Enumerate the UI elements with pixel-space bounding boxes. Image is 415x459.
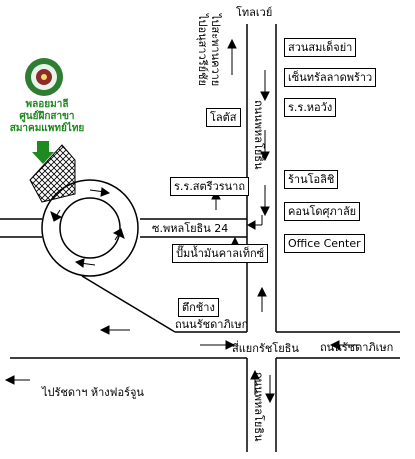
place-suan-somdet: สวนสมเด็จย่า xyxy=(284,38,357,57)
place-rr-satri: ร.ร.สตรีวรนาถ xyxy=(170,177,250,196)
roundabout-inner xyxy=(59,197,121,259)
ratchada-left-label: ถนนรัชดาภิเษก xyxy=(175,318,249,331)
place-rr-horwang: ร.ร.หอวัง xyxy=(284,98,337,117)
ratchayothin-intersection-label: สี่แยกรัชโยธิน xyxy=(232,342,299,355)
place-office-center: Office Center xyxy=(284,234,365,253)
place-central-ladprao: เซ็นทรัลลาดพร้าว xyxy=(284,68,377,87)
phahonyothin-lower-label: ถนนพหลโยธิน xyxy=(252,372,265,442)
hospital-subtitle: ศูนย์ฝึกสาขา xyxy=(19,111,75,122)
hospital-name: พลอยมาลี xyxy=(25,99,69,110)
ratchada-right-label: ถนนรัชดาภิเษก xyxy=(320,341,394,354)
place-robinson: ร้านโอลิชิ xyxy=(284,170,339,189)
place-pump: ปั๊มน้ำมันคาลเท็กซ์ xyxy=(172,244,269,263)
arrow-down-icon xyxy=(32,141,54,164)
tollway-label: โทลเวย์ xyxy=(236,6,273,19)
roundabout-south-road xyxy=(81,275,176,333)
soi-phahonyothin-24-label: ซ.พหลโยธิน 24 xyxy=(152,222,229,235)
to-saphan-khwai-label: ไปสะพานควาย xyxy=(209,14,222,87)
hospital-seal-icon xyxy=(24,57,64,97)
to-anusawari-label: ไปอนุสาวรีย์ชัย xyxy=(196,14,209,86)
direction-arrows xyxy=(4,38,360,404)
phahonyothin-upper-label: ถนนพหลโยธิน xyxy=(252,100,265,170)
place-lotus: โลตัส xyxy=(206,108,241,127)
roundabout-outer xyxy=(41,179,139,277)
hospital-association: สมาคมแพทย์ไทย xyxy=(9,123,85,134)
place-tuk-chang: ตึกช้าง xyxy=(178,298,219,317)
to-ratchada-fortune-label: ไปรัชดาฯ ห้างฟอร์จูน xyxy=(42,386,144,399)
place-condo: คอนโดศุภาลัย xyxy=(284,202,361,221)
